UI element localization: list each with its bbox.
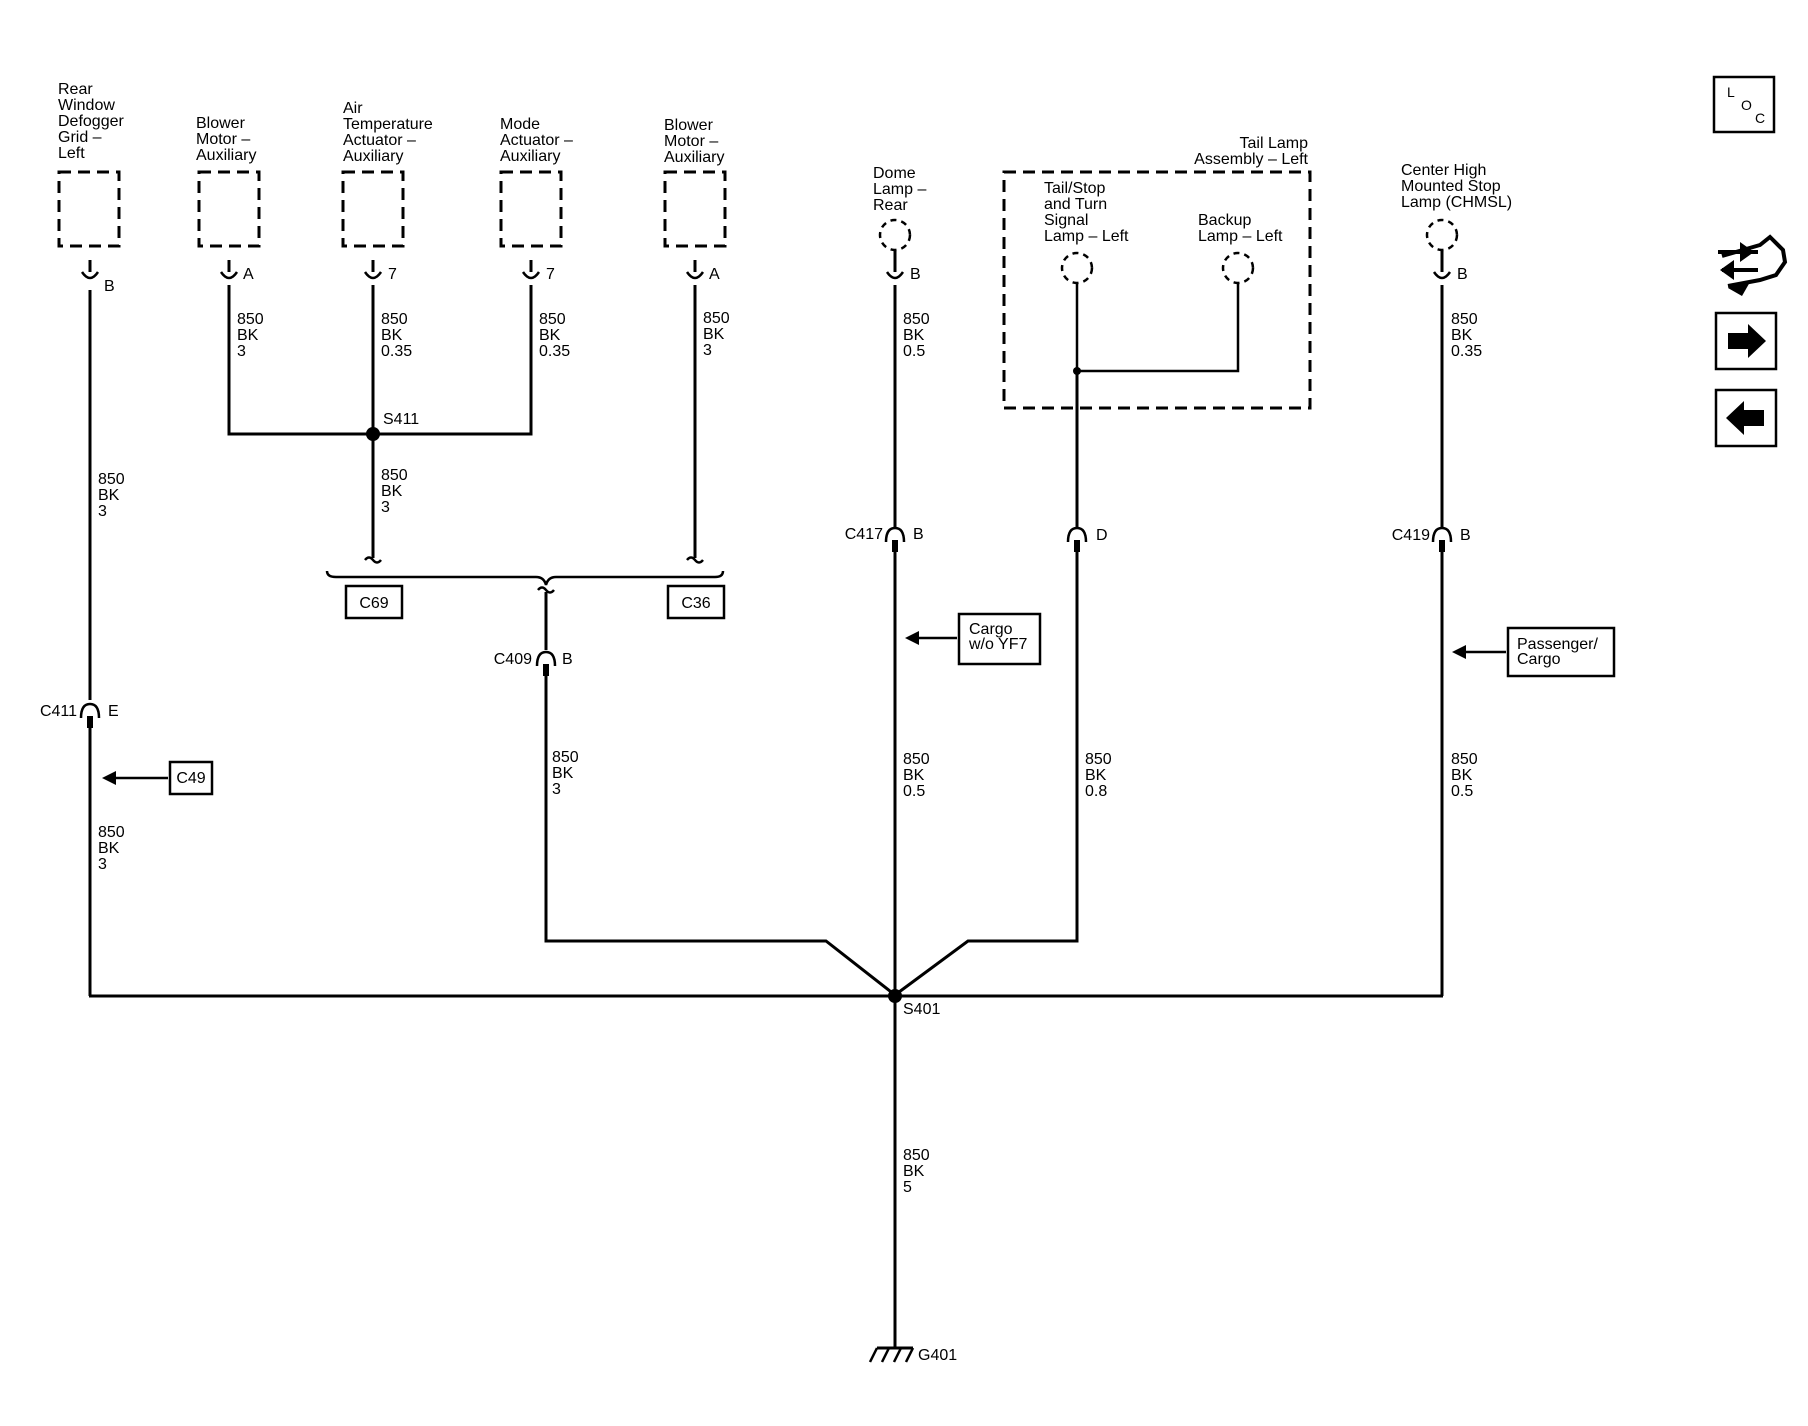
dome-lamp-pin: B (910, 266, 921, 283)
c36-label: C36 (681, 595, 710, 612)
blower-motor-1-box (197, 170, 261, 248)
chmsl-symbol (1425, 218, 1459, 252)
c69-label: C69 (359, 595, 388, 612)
passenger-option-label: Passenger/Cargo (1517, 636, 1598, 668)
c419-connector: C419 B (1392, 527, 1471, 552)
mode-actuator-box (499, 170, 563, 248)
arrow-right-icon (1728, 324, 1766, 358)
c36-reference[interactable]: C36 (666, 584, 726, 620)
loc-button[interactable]: L O C (1712, 75, 1776, 134)
defogger-box (57, 170, 121, 248)
c417-label: C417 (845, 526, 883, 543)
s411-label: S411 (383, 411, 419, 428)
loc-letter-o: O (1741, 97, 1752, 113)
c417-connector: C417 B (845, 526, 924, 552)
c409-connector: C409 B (494, 651, 573, 676)
next-page-button[interactable] (1714, 311, 1778, 371)
c411-pin: E (108, 703, 119, 720)
dome-lamp-symbol (878, 218, 912, 252)
c49-arrow (102, 771, 168, 785)
c409-label: C409 (494, 651, 532, 668)
blower-motor-2-pin: A (709, 266, 720, 283)
loc-letter-c: C (1755, 110, 1765, 126)
c49-label: C49 (176, 770, 205, 787)
c417-pin: B (913, 526, 924, 543)
c69-reference[interactable]: C69 (344, 584, 404, 620)
air-temp-actuator-box (341, 170, 405, 248)
c409-pin: B (562, 651, 573, 668)
arrow-left-icon (1726, 401, 1764, 435)
g401-label: G401 (918, 1347, 957, 1364)
passenger-option-callout: Passenger/Cargo (1452, 626, 1616, 678)
blower-motor-2-box (663, 170, 727, 248)
connector-wrench-icon[interactable] (1718, 234, 1788, 296)
mode-actuator-pin: 7 (546, 266, 555, 283)
s401-splice (888, 989, 902, 1003)
c411-label: C411 (40, 703, 77, 720)
chmsl-pin: B (1457, 266, 1468, 283)
tail-connector-d: D (1068, 527, 1108, 552)
blower-motor-1-pin: A (243, 266, 254, 283)
tail-lamp-assembly-box (1002, 170, 1312, 410)
backup-lamp-symbol (1221, 251, 1255, 285)
s401-label: S401 (903, 1001, 940, 1018)
c419-pin: B (1460, 527, 1471, 544)
loc-letter-l: L (1727, 84, 1735, 100)
c411-connector: C411 E (40, 703, 119, 728)
previous-page-button[interactable] (1714, 388, 1778, 448)
wires (88, 285, 1444, 1363)
c49-reference[interactable]: C49 (168, 760, 214, 796)
air-temp-actuator-pin: 7 (388, 266, 397, 283)
defogger-pin: B (104, 278, 115, 295)
tail-stop-lamp-symbol (1060, 251, 1094, 285)
tail-connector-pin: D (1096, 527, 1108, 544)
s411-splice (366, 427, 380, 441)
c419-label: C419 (1392, 527, 1430, 544)
